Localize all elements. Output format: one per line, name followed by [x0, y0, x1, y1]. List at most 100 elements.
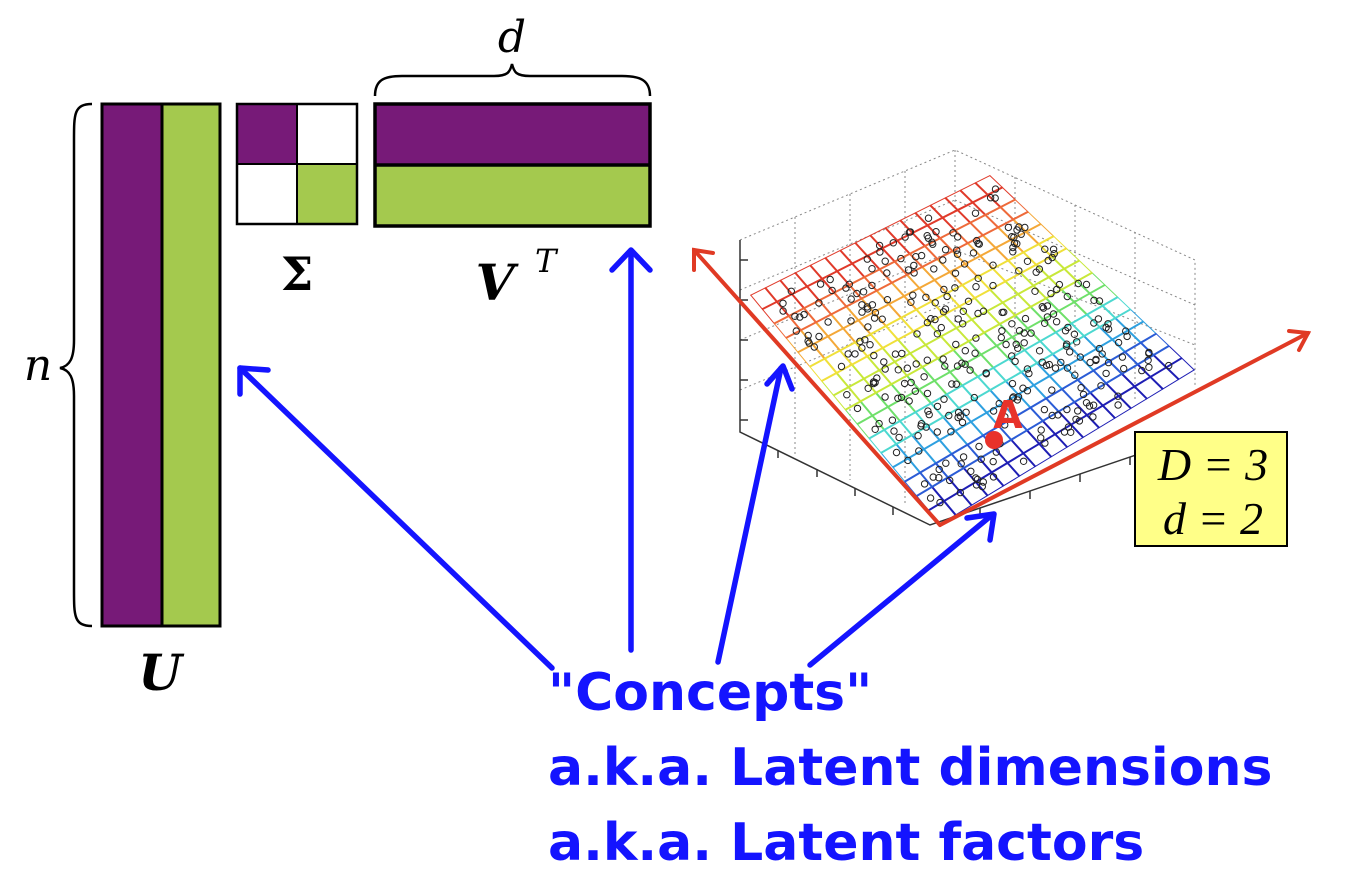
latent-dimensions-caption: a.k.a. Latent dimensions	[548, 738, 1272, 798]
mesh-line	[933, 380, 948, 396]
scatter-points	[779, 185, 1173, 507]
mesh-line	[1060, 288, 1075, 303]
mesh-line	[931, 486, 945, 502]
mesh-line	[927, 322, 942, 338]
mesh-line	[1054, 433, 1069, 449]
dimension-box-line1: D = 3	[1157, 439, 1268, 490]
mesh-line	[942, 416, 957, 432]
mesh-line	[863, 276, 878, 292]
mesh-line	[978, 457, 993, 474]
scatter-point	[843, 391, 851, 399]
scatter-point	[894, 394, 902, 402]
mesh-line	[1020, 371, 1035, 386]
scatter-point	[929, 473, 937, 481]
scatter-point	[1041, 319, 1049, 327]
scatter-point	[875, 241, 884, 250]
mesh-line	[872, 311, 887, 327]
scatter-point	[880, 358, 888, 366]
d-label: d	[498, 12, 526, 63]
scatter-point	[1092, 355, 1100, 364]
scatter-point	[853, 289, 861, 298]
scatter-point	[1001, 421, 1009, 429]
mesh-line	[998, 323, 1013, 338]
scatter-point	[1102, 369, 1110, 378]
mesh-line	[868, 296, 1119, 440]
scatter-point	[910, 261, 918, 270]
mesh-line	[1048, 375, 1063, 390]
mesh-line	[1045, 397, 1060, 413]
scatter-point	[853, 404, 862, 413]
vt-superscript: T	[535, 242, 559, 280]
scatter-point	[931, 315, 939, 324]
scatter-point	[779, 299, 787, 307]
mesh-line	[847, 386, 862, 403]
scatter-point	[1002, 340, 1010, 349]
scatter-point	[1008, 352, 1016, 360]
scatter-point	[1122, 327, 1130, 335]
mesh-line	[797, 222, 1042, 354]
scatter-point	[951, 284, 959, 292]
scatter-point	[1070, 330, 1079, 338]
mesh-line	[968, 340, 982, 356]
mesh-line	[903, 332, 1158, 483]
scatter-point	[1104, 325, 1113, 333]
scatter-point	[1014, 344, 1022, 352]
mesh-line	[1078, 259, 1094, 274]
scatter-point	[1063, 364, 1072, 372]
mesh-line	[982, 234, 997, 249]
scatter-point	[883, 296, 892, 304]
scatter-point	[1020, 339, 1028, 347]
mesh-line	[832, 259, 1081, 397]
mesh-line	[984, 214, 999, 229]
mesh-line	[907, 457, 921, 474]
scatter-point	[964, 297, 973, 305]
u-matrix	[100, 102, 222, 628]
scatter-point	[907, 298, 915, 306]
mesh-line	[974, 297, 988, 312]
scatter-point	[889, 239, 897, 247]
mesh-line	[911, 434, 925, 450]
mesh-line	[881, 247, 896, 263]
scatter-point	[1063, 405, 1071, 414]
mesh-line	[1017, 393, 1032, 409]
mesh-line	[895, 443, 909, 460]
mesh-line	[866, 255, 881, 271]
mesh-line	[909, 352, 924, 368]
mesh-line	[1091, 271, 1107, 286]
scatter-point	[1082, 280, 1091, 289]
scatter-point	[1041, 439, 1049, 447]
mesh-line	[945, 393, 960, 409]
scatter-point	[1047, 289, 1055, 298]
scatter-point	[810, 343, 818, 351]
scatter-point	[1040, 405, 1049, 414]
scatter-point	[871, 425, 879, 433]
mesh-line	[959, 490, 973, 507]
mesh-line	[818, 299, 832, 316]
scatter-point	[948, 380, 956, 388]
scatter-point	[1086, 358, 1094, 367]
mesh-line	[994, 247, 1009, 262]
scatter-point	[1013, 240, 1021, 248]
mesh-line	[999, 206, 1014, 221]
scatter-point	[971, 349, 979, 357]
scatter-point	[971, 209, 980, 217]
scatter-point	[856, 337, 864, 345]
mesh-line	[930, 402, 944, 418]
scatter-point	[1118, 353, 1127, 361]
scatter-point	[1144, 356, 1152, 364]
mesh-line	[1105, 382, 1120, 397]
mesh-line	[950, 453, 965, 469]
mesh-line	[1002, 186, 1017, 201]
mesh-line	[1061, 388, 1076, 403]
mesh-line	[890, 383, 905, 399]
mesh-line	[823, 358, 838, 374]
mesh-line	[1137, 363, 1152, 378]
scatter-point	[967, 467, 975, 475]
scatter-point	[1009, 243, 1017, 252]
mesh-line	[779, 279, 793, 295]
mesh-line	[1070, 322, 1085, 337]
scatter-point	[911, 387, 919, 395]
mesh-line	[827, 335, 841, 352]
mesh-line	[900, 317, 915, 332]
